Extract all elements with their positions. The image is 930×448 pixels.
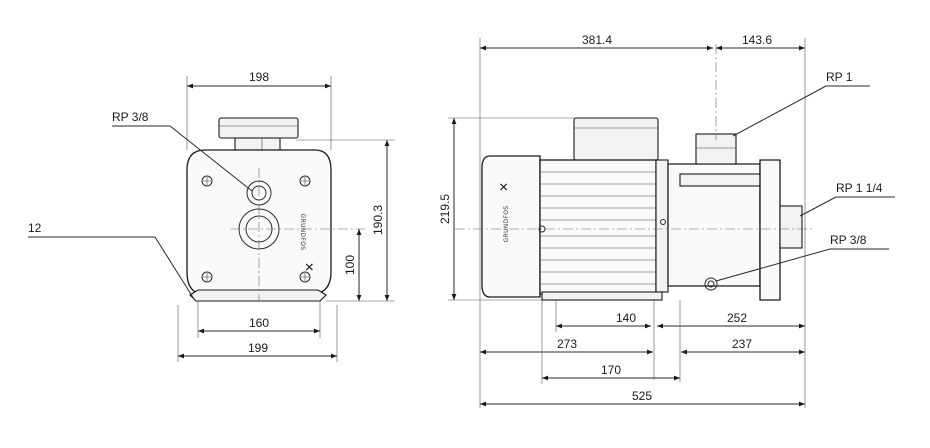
label-outlet-port: RP 1 [826, 70, 853, 84]
dim-side-237: 237 [732, 337, 752, 351]
terminal-box [218, 117, 299, 139]
dim-side-height: 219.5 [438, 194, 452, 224]
label-inlet-port: RP 1 1/4 [836, 181, 883, 195]
dim-side-170: 170 [601, 363, 621, 377]
side-view: GRUNDFOS ✕ 219.5 381.4 143.6 140 252 273… [438, 33, 895, 408]
pump-foot [189, 289, 327, 302]
label-front-drain-port: RP 3/8 [112, 110, 149, 124]
dim-side-252: 252 [727, 311, 747, 325]
pump-end-flange [759, 159, 781, 301]
motor-end-cap [481, 155, 541, 298]
motor-body [539, 159, 657, 295]
dim-front-height: 190.3 [371, 205, 385, 235]
dim-side-motor-length: 381.4 [582, 33, 612, 47]
dim-front-width: 198 [249, 70, 269, 84]
side-foot [541, 291, 663, 301]
dim-base-width: 199 [248, 341, 268, 355]
dim-side-273: 273 [557, 337, 577, 351]
pump-rib [679, 173, 761, 187]
brand-text: GRUNDFOS [299, 214, 306, 251]
dim-side-pump-length: 143.6 [742, 33, 772, 47]
brand-logo-icon: ✕ [302, 262, 316, 272]
side-brand-text: GRUNDFOS [503, 206, 510, 243]
drain-plug-icon [704, 277, 718, 291]
label-foot-thickness: 12 [28, 221, 42, 235]
front-view: GRUNDFOS ✕ 198 190.3 100 160 199 12 RP 3… [28, 70, 395, 362]
label-side-drain-port: RP 3/8 [830, 233, 867, 247]
dim-side-overall: 525 [632, 389, 652, 403]
bolt-icon [201, 175, 311, 283]
dim-foot-holes: 160 [249, 316, 269, 330]
motor-flange [655, 159, 669, 293]
side-terminal-box [573, 117, 659, 161]
dim-side-140: 140 [616, 311, 636, 325]
dim-shaft-height: 100 [343, 255, 357, 275]
inlet-stub [779, 205, 803, 249]
side-brand-logo-icon: ✕ [497, 182, 511, 192]
